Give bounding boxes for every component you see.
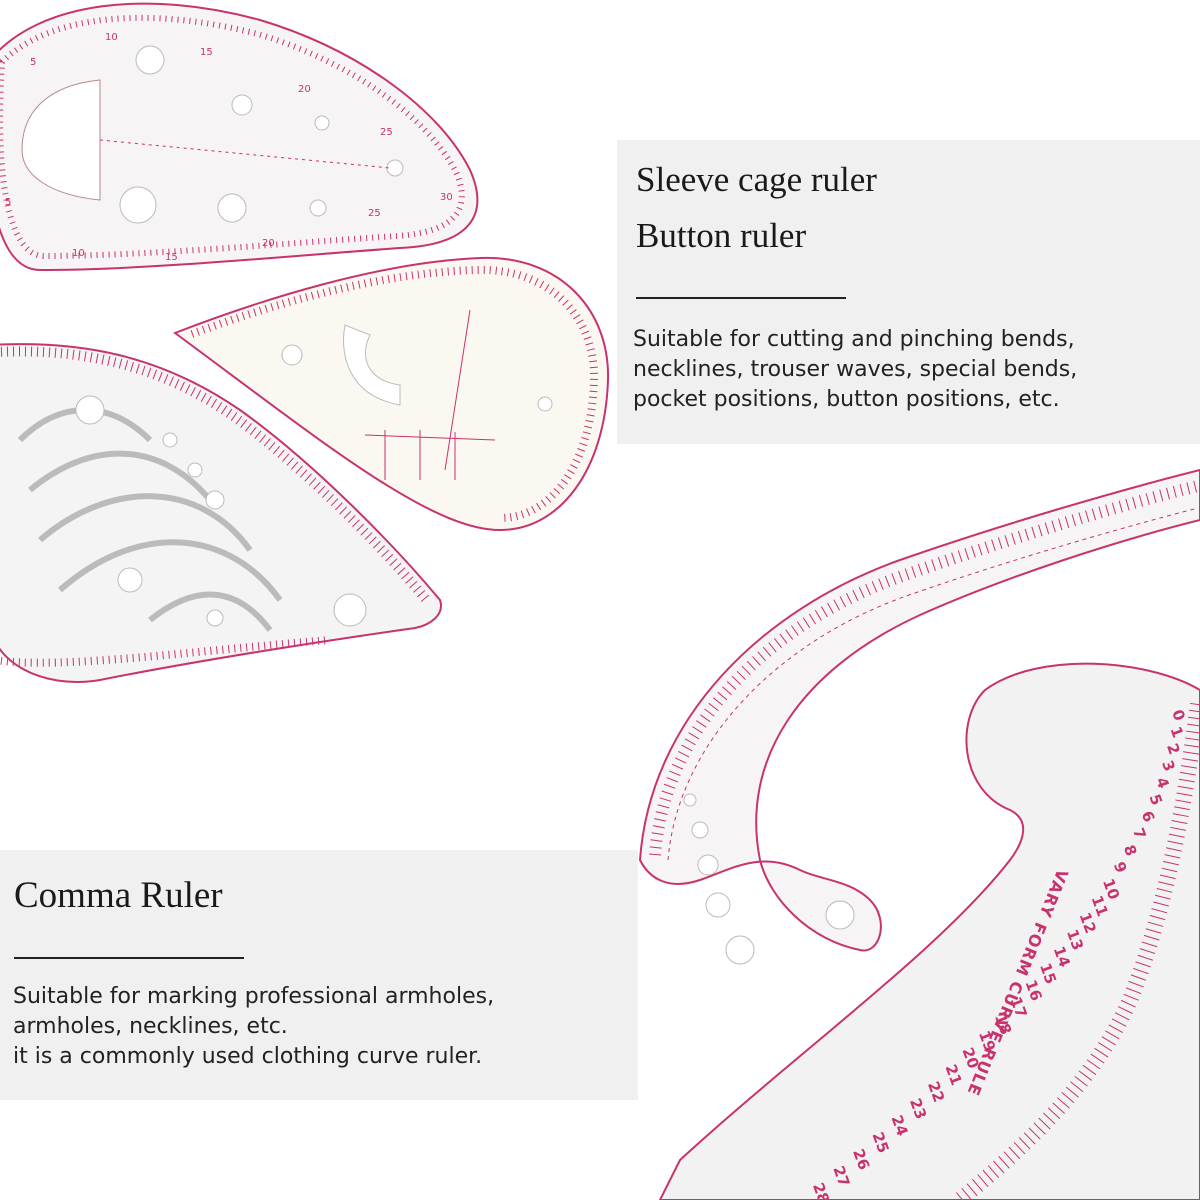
comma-ruler-info-panel: Comma Ruler Suitable for marking profess… [0,850,638,1100]
top-description: Suitable for cutting and pinching bends,… [633,325,1077,415]
svg-text:15: 15 [165,252,178,263]
sleeve-cage-info-panel: Sleeve cage ruler Button ruler Suitable … [617,140,1200,444]
top-desc-line-1: Suitable for cutting and pinching bends, [633,327,1075,352]
top-divider [636,297,846,299]
svg-text:10: 10 [105,32,118,43]
bottom-desc-line-2: armholes, necklines, etc. [13,1014,288,1039]
svg-text:25: 25 [380,127,393,138]
wave-ruler [0,343,442,683]
svg-text:5: 5 [5,197,11,208]
svg-text:10: 10 [72,248,85,259]
svg-text:5: 5 [30,57,36,68]
top-desc-line-2: necklines, trouser waves, special bends, [633,357,1078,382]
bottom-desc-line-1: Suitable for marking professional armhol… [13,984,495,1009]
comma-ruler [638,468,1200,965]
button-ruler [172,256,610,532]
sleeve-cage-ruler-top: 10 15 20 25 30 25 20 15 10 5 5 [0,2,479,272]
scale-number-29: 29 [788,1197,812,1200]
svg-text:20: 20 [262,238,275,249]
scale-number-28: 28 [809,1180,833,1200]
bottom-desc-line-3: it is a commonly used clothing curve rul… [13,1044,483,1069]
svg-text:15: 15 [200,47,213,58]
vary-form-curve-ruler: 0123456789101112131415161718192021222324… [658,662,1200,1200]
bottom-divider [14,957,244,959]
comma-ruler-title: Comma Ruler [14,875,223,916]
svg-text:20: 20 [298,84,311,95]
sleeve-cage-title: Sleeve cage ruler [636,160,877,199]
svg-text:30: 30 [440,192,453,203]
svg-text:25: 25 [368,208,381,219]
top-desc-line-3: pocket positions, button positions, etc. [633,387,1060,412]
bottom-description: Suitable for marking professional armhol… [13,982,494,1072]
button-ruler-title: Button ruler [636,216,807,255]
